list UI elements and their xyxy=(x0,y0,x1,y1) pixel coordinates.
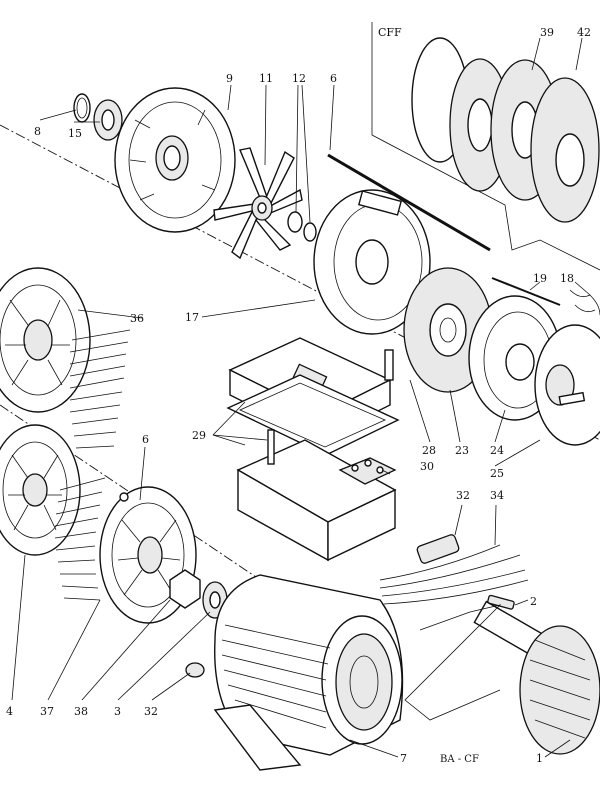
callout-30: 30 xyxy=(420,460,434,473)
callout-23: 23 xyxy=(455,444,469,457)
circlip-8 xyxy=(73,93,91,123)
key-2 xyxy=(487,594,515,610)
bearing-15 xyxy=(93,99,123,141)
callout-4: 4 xyxy=(6,705,13,718)
callout-37: 37 xyxy=(40,705,54,718)
callout-7: 7 xyxy=(400,752,407,765)
callout-24: 24 xyxy=(490,444,504,457)
callout-28: 28 xyxy=(422,444,436,457)
callout-1: 1 xyxy=(536,752,543,765)
callout-19: 19 xyxy=(533,272,547,285)
callout-3: 3 xyxy=(114,705,121,718)
callout-12: 12 xyxy=(292,72,306,85)
screw-29 xyxy=(267,429,275,465)
callout-8: 8 xyxy=(34,125,41,138)
end-shield-4 xyxy=(0,424,81,556)
cable-gland-32 xyxy=(416,534,460,564)
rotor-1 xyxy=(473,600,600,755)
terminal-box-base xyxy=(236,439,397,562)
callout-6-top: 6 xyxy=(330,72,337,85)
spring-19 xyxy=(491,277,561,306)
callout-18: 18 xyxy=(560,272,574,285)
stator-frame-7 xyxy=(213,574,404,771)
brake-coil-25 xyxy=(534,324,600,446)
end-shield-36 xyxy=(0,267,91,413)
fan-cover-9 xyxy=(114,87,236,233)
callout-39: 39 xyxy=(540,26,554,39)
fan-11 xyxy=(213,147,303,260)
bolt-6-lower xyxy=(119,492,129,502)
fins-36 xyxy=(69,329,131,449)
callout-38: 38 xyxy=(74,705,88,718)
callout-36: 36 xyxy=(130,312,144,325)
gasket-29 xyxy=(226,374,400,456)
callout-17: 17 xyxy=(185,311,199,324)
plug-32 xyxy=(185,662,205,678)
inset-title: CFF xyxy=(378,26,402,39)
rotor-guide xyxy=(404,604,502,721)
seal-38 xyxy=(169,569,201,609)
brake-housing-17 xyxy=(313,189,431,335)
tie-rod-6 xyxy=(327,153,491,252)
variant-label: BA - CF xyxy=(440,754,479,765)
inset-cff: CFF xyxy=(371,22,600,271)
callout-11: 11 xyxy=(259,72,273,85)
callout-6-mid: 6 xyxy=(142,433,149,446)
screw-28 xyxy=(384,349,394,381)
callout-29: 29 xyxy=(192,429,206,442)
callout-32-top: 32 xyxy=(456,489,470,502)
callout-25: 25 xyxy=(490,467,504,480)
leader-lines xyxy=(11,84,591,758)
callout-34: 34 xyxy=(490,489,504,502)
callout-15: 15 xyxy=(68,127,82,140)
fins-37 xyxy=(54,477,106,601)
wires-34 xyxy=(379,544,529,605)
winding-18 xyxy=(569,289,600,316)
spacers-12 xyxy=(287,211,317,242)
callout-32-bottom: 32 xyxy=(144,705,158,718)
terminal-block-30 xyxy=(338,457,397,485)
callout-42: 42 xyxy=(577,26,591,39)
callout-2: 2 xyxy=(530,595,537,608)
callout-9: 9 xyxy=(226,72,233,85)
